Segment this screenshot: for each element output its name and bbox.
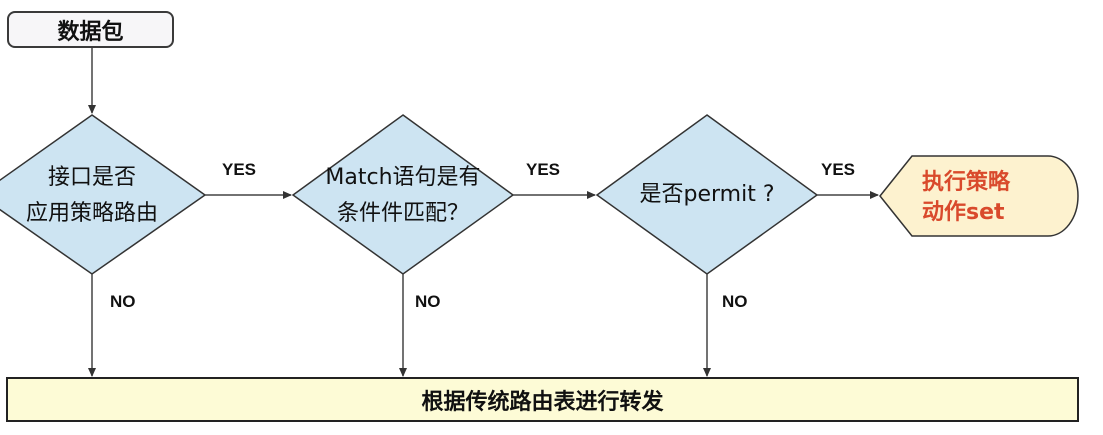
- yes-label-3: YES: [821, 160, 856, 179]
- yes-label-2: YES: [526, 160, 561, 179]
- yes-label-1: YES: [222, 160, 257, 179]
- action-line2: 动作set: [922, 200, 1005, 225]
- decision2-text: Match语句是有 条件件匹配？: [303, 160, 503, 232]
- decision1-line1: 接口是否: [47, 165, 136, 190]
- decision2-line2: 条件件匹配？: [336, 201, 469, 226]
- start-node-label: 数据包: [57, 19, 124, 45]
- start-node: 数据包: [7, 11, 174, 48]
- decision1-text: 接口是否 应用策略路由: [0, 160, 184, 232]
- decision3-line1: 是否permit ?: [639, 182, 775, 207]
- no-label-3: NO: [722, 292, 748, 311]
- fallback-forward-node: 根据传统路由表进行转发: [6, 377, 1079, 422]
- decision2-line1: Match语句是有: [325, 165, 481, 190]
- fallback-forward-label: 根据传统路由表进行转发: [421, 389, 664, 415]
- action-line1: 执行策略: [922, 170, 1011, 195]
- action-node-text: 执行策略 动作set: [922, 168, 1062, 228]
- action-shape: [879, 155, 1079, 237]
- no-label-1: NO: [110, 292, 136, 311]
- no-label-2: NO: [415, 292, 441, 311]
- decision3-text: 是否permit ?: [607, 177, 807, 213]
- decision1-line2: 应用策略路由: [25, 201, 158, 226]
